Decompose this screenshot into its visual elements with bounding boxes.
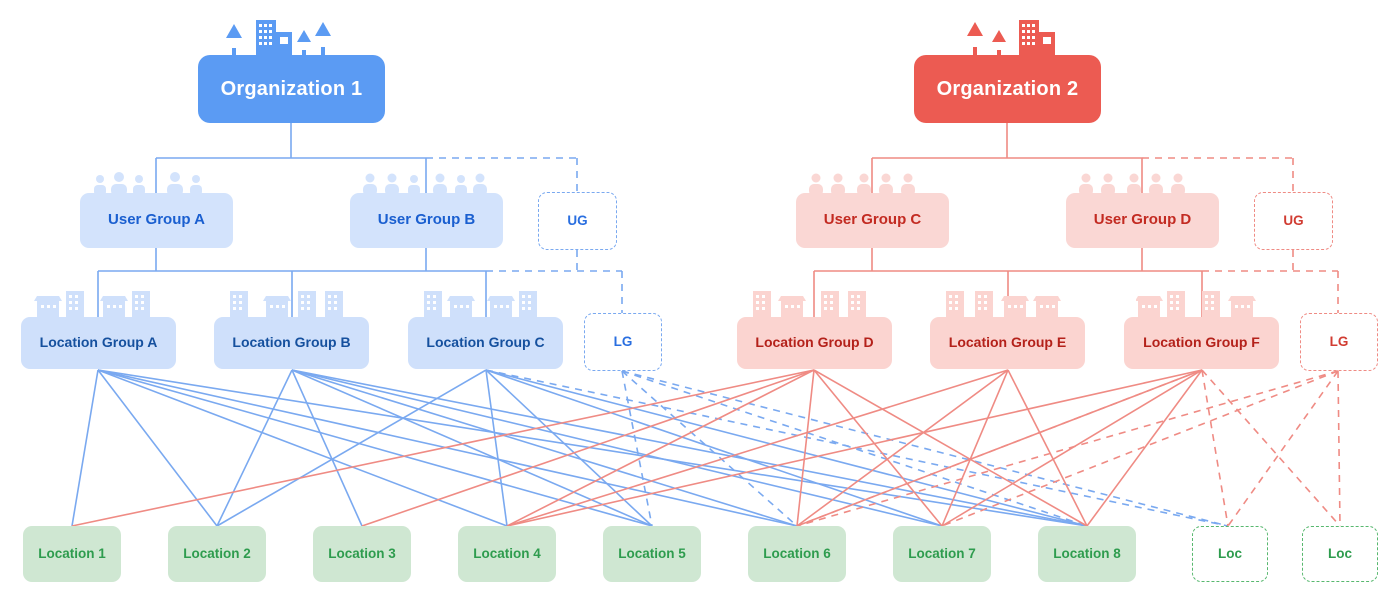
- user-group-d-label: User Group D: [1093, 211, 1192, 229]
- user-group-b-label: User Group B: [377, 211, 476, 229]
- location-group-d-node[interactable]: Location Group D: [737, 317, 892, 369]
- location-5-node[interactable]: Location 5: [603, 526, 701, 582]
- user-group-d-node[interactable]: User Group D: [1066, 193, 1219, 248]
- location-group-placeholder-right[interactable]: LG: [1300, 313, 1378, 371]
- location-7-label: Location 7: [908, 545, 976, 561]
- location-1-label: Location 1: [38, 545, 106, 561]
- location-4-node[interactable]: Location 4: [458, 526, 556, 582]
- user-group-c-label: User Group C: [823, 211, 922, 229]
- user-group-c-node[interactable]: User Group C: [796, 193, 949, 248]
- location-group-placeholder-left[interactable]: LG: [584, 313, 662, 371]
- blue-location-links: [71, 369, 1088, 527]
- location-placeholder-2[interactable]: Loc: [1302, 526, 1378, 582]
- location-5-label: Location 5: [618, 545, 686, 561]
- user-group-placeholder-left[interactable]: UG: [538, 192, 617, 250]
- location-group-d-label: Location Group D: [755, 334, 874, 351]
- location-group-e-node[interactable]: Location Group E: [930, 317, 1085, 369]
- location-group-placeholder-left-label: LG: [613, 333, 633, 349]
- organization-1-node[interactable]: Organization 1: [198, 55, 385, 123]
- red-location-links: [71, 369, 1203, 527]
- user-group-placeholder-right[interactable]: UG: [1254, 192, 1333, 250]
- user-group-a-label: User Group A: [108, 211, 205, 229]
- location-1-node[interactable]: Location 1: [23, 526, 121, 582]
- user-group-a-node[interactable]: User Group A: [80, 193, 233, 248]
- user-group-placeholder-right-label: UG: [1283, 212, 1304, 228]
- organization-2-label: Organization 2: [936, 78, 1079, 100]
- org1-tree-connectors: [97, 123, 623, 317]
- location-group-a-node[interactable]: Location Group A: [21, 317, 176, 369]
- organization-2-node[interactable]: Organization 2: [914, 55, 1101, 123]
- location-2-node[interactable]: Location 2: [168, 526, 266, 582]
- location-group-e-label: Location Group E: [948, 334, 1067, 351]
- location-placeholder-2-label: Loc: [1327, 545, 1352, 561]
- location-group-f-node[interactable]: Location Group F: [1124, 317, 1279, 369]
- location-group-placeholder-right-label: LG: [1329, 333, 1349, 349]
- red-ghost-location-links: [796, 369, 1341, 527]
- location-2-label: Location 2: [183, 545, 251, 561]
- location-group-b-label: Location Group B: [232, 334, 351, 351]
- location-3-label: Location 3: [328, 545, 396, 561]
- location-placeholder-1-label: Loc: [1217, 545, 1242, 561]
- org2-tree-connectors: [813, 123, 1339, 317]
- location-7-node[interactable]: Location 7: [893, 526, 991, 582]
- organization-1-label: Organization 1: [220, 78, 363, 100]
- location-6-label: Location 6: [763, 545, 831, 561]
- location-group-c-node[interactable]: Location Group C: [408, 317, 563, 369]
- location-6-node[interactable]: Location 6: [748, 526, 846, 582]
- location-placeholder-1[interactable]: Loc: [1192, 526, 1268, 582]
- user-group-b-node[interactable]: User Group B: [350, 193, 503, 248]
- location-group-b-node[interactable]: Location Group B: [214, 317, 369, 369]
- user-group-placeholder-left-label: UG: [567, 212, 588, 228]
- location-group-c-label: Location Group C: [426, 334, 545, 351]
- location-8-node[interactable]: Location 8: [1038, 526, 1136, 582]
- location-4-label: Location 4: [473, 545, 541, 561]
- location-3-node[interactable]: Location 3: [313, 526, 411, 582]
- location-group-f-label: Location Group F: [1143, 334, 1260, 351]
- location-8-label: Location 8: [1053, 545, 1121, 561]
- location-group-a-label: Location Group A: [39, 334, 158, 351]
